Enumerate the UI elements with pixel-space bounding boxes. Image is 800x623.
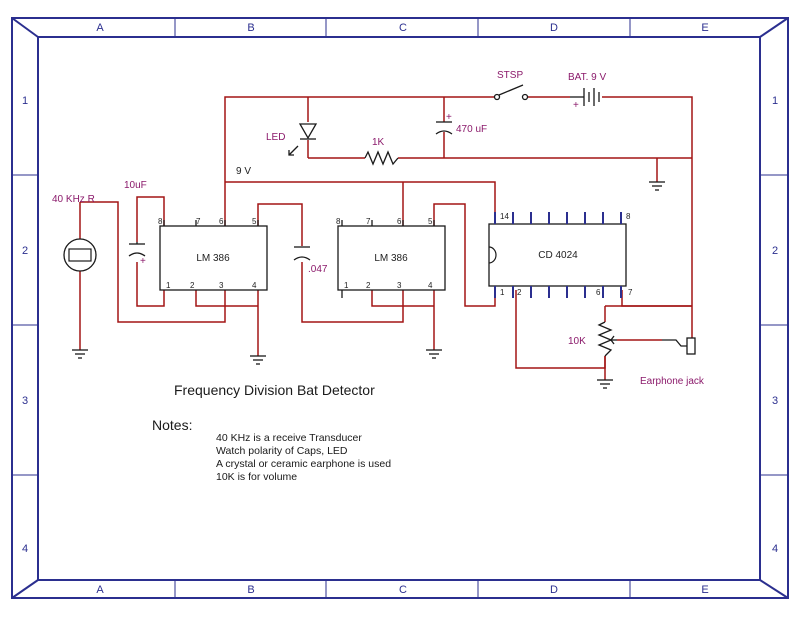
capacitor-047-label: .047 [308, 264, 328, 275]
amp2-pin-8: 8 [336, 217, 341, 226]
amp1-chip [159, 225, 268, 291]
amp1-pin-1: 1 [166, 281, 171, 290]
col-label-bottom: E [701, 584, 708, 596]
wires [79, 96, 693, 380]
supply-label: 9 V [236, 166, 251, 177]
led-symbol [288, 123, 318, 156]
amp2-pin-stubs [341, 220, 435, 298]
amp1-pin-5: 5 [252, 217, 257, 226]
col-label-top: C [399, 22, 407, 34]
ground-symbol [426, 349, 442, 359]
amp1-pin-8: 8 [158, 217, 163, 226]
ground-symbol [597, 379, 613, 389]
amp2-pin-3: 3 [397, 281, 402, 290]
resistor-1k-symbol [364, 150, 399, 166]
potentiometer-label: 10K [568, 336, 586, 347]
counter-pin-2: 2 [517, 288, 522, 297]
row-label-right: 2 [772, 245, 778, 257]
amp2-chip [337, 225, 446, 291]
row-label-left: 4 [22, 543, 28, 555]
note-line: 40 KHz is a receive Transducer [216, 432, 362, 444]
amp2-pin-6: 6 [397, 217, 402, 226]
col-label-top: D [550, 22, 558, 34]
amp1-pin-2: 2 [190, 281, 195, 290]
led-label: LED [266, 132, 285, 143]
amp1-pin-6: 6 [219, 217, 224, 226]
capacitor-10uf-label: 10uF [124, 180, 147, 191]
battery-label: BAT. 9 V [568, 72, 606, 83]
transducer-label: 40 KHz R [52, 194, 95, 205]
ground-symbol [250, 355, 266, 365]
counter-pins [494, 212, 622, 298]
amp1-label: LM 386 [196, 253, 230, 264]
col-label-bottom: A [96, 584, 104, 596]
note-line: Watch polarity of Caps, LED [216, 445, 348, 457]
amp1-pin-3: 3 [219, 281, 224, 290]
amp1-pin-stubs [163, 220, 259, 226]
row-label-right: 1 [772, 95, 778, 107]
col-label-bottom: B [247, 584, 254, 596]
col-label-top: B [247, 22, 254, 34]
col-label-top: A [96, 22, 104, 34]
polarity-plus-mark: + [140, 256, 146, 267]
battery-symbol [570, 88, 600, 106]
note-line: A crystal or ceramic earphone is used [216, 458, 391, 470]
row-label-right: 3 [772, 395, 778, 407]
row-label-right: 4 [772, 543, 778, 555]
chip-notch [488, 246, 497, 264]
switch-symbol[interactable] [493, 84, 529, 101]
row-label-left: 1 [22, 95, 28, 107]
amp2-pin-7: 7 [366, 217, 371, 226]
counter-pin-6: 6 [596, 288, 601, 297]
earphone-jack-symbol [662, 337, 696, 355]
row-label-left: 3 [22, 395, 28, 407]
counter-pin-8: 8 [626, 212, 631, 221]
amp2-pin-2: 2 [366, 281, 371, 290]
diagram-title: Frequency Division Bat Detector [174, 382, 375, 398]
col-label-bottom: D [550, 584, 558, 596]
capacitor-470uf-symbol [435, 121, 453, 135]
col-label-bottom: C [399, 584, 407, 596]
capacitor-470uf-label: 470 uF [456, 124, 487, 135]
amp2-pin-1: 1 [344, 281, 349, 290]
capacitor-10uf-symbol [128, 242, 146, 257]
drawing-frame: A B C D E A B C D E 1 2 3 4 1 2 3 4 [11, 17, 789, 599]
polarity-plus-mark: + [573, 100, 579, 111]
amp2-pin-4: 4 [428, 281, 433, 290]
counter-pin-7: 7 [628, 288, 633, 297]
earphone-jack-label: Earphone jack [640, 376, 705, 387]
counter-pin-1: 1 [500, 288, 505, 297]
ground-symbol [649, 181, 665, 191]
row-label-left: 2 [22, 245, 28, 257]
potentiometer-symbol[interactable] [597, 321, 617, 357]
amp2-label: LM 386 [374, 253, 408, 264]
amp2-pin-5: 5 [428, 217, 433, 226]
amp1-pin-4: 4 [252, 281, 257, 290]
polarity-plus-mark: + [446, 112, 452, 123]
resistor-1k-label: 1K [372, 137, 385, 148]
note-line: 10K is for volume [216, 471, 297, 483]
counter-pin-14: 14 [500, 212, 509, 221]
transducer-symbol [63, 238, 97, 272]
counter-label: CD 4024 [538, 250, 578, 261]
amp1-pin-7: 7 [196, 217, 201, 226]
col-label-top: E [701, 22, 708, 34]
ground-symbol [72, 349, 88, 359]
notes-heading: Notes: [152, 417, 192, 433]
counter-chip [488, 223, 627, 287]
capacitor-047-symbol [293, 246, 311, 261]
switch-label: STSP [497, 70, 523, 81]
